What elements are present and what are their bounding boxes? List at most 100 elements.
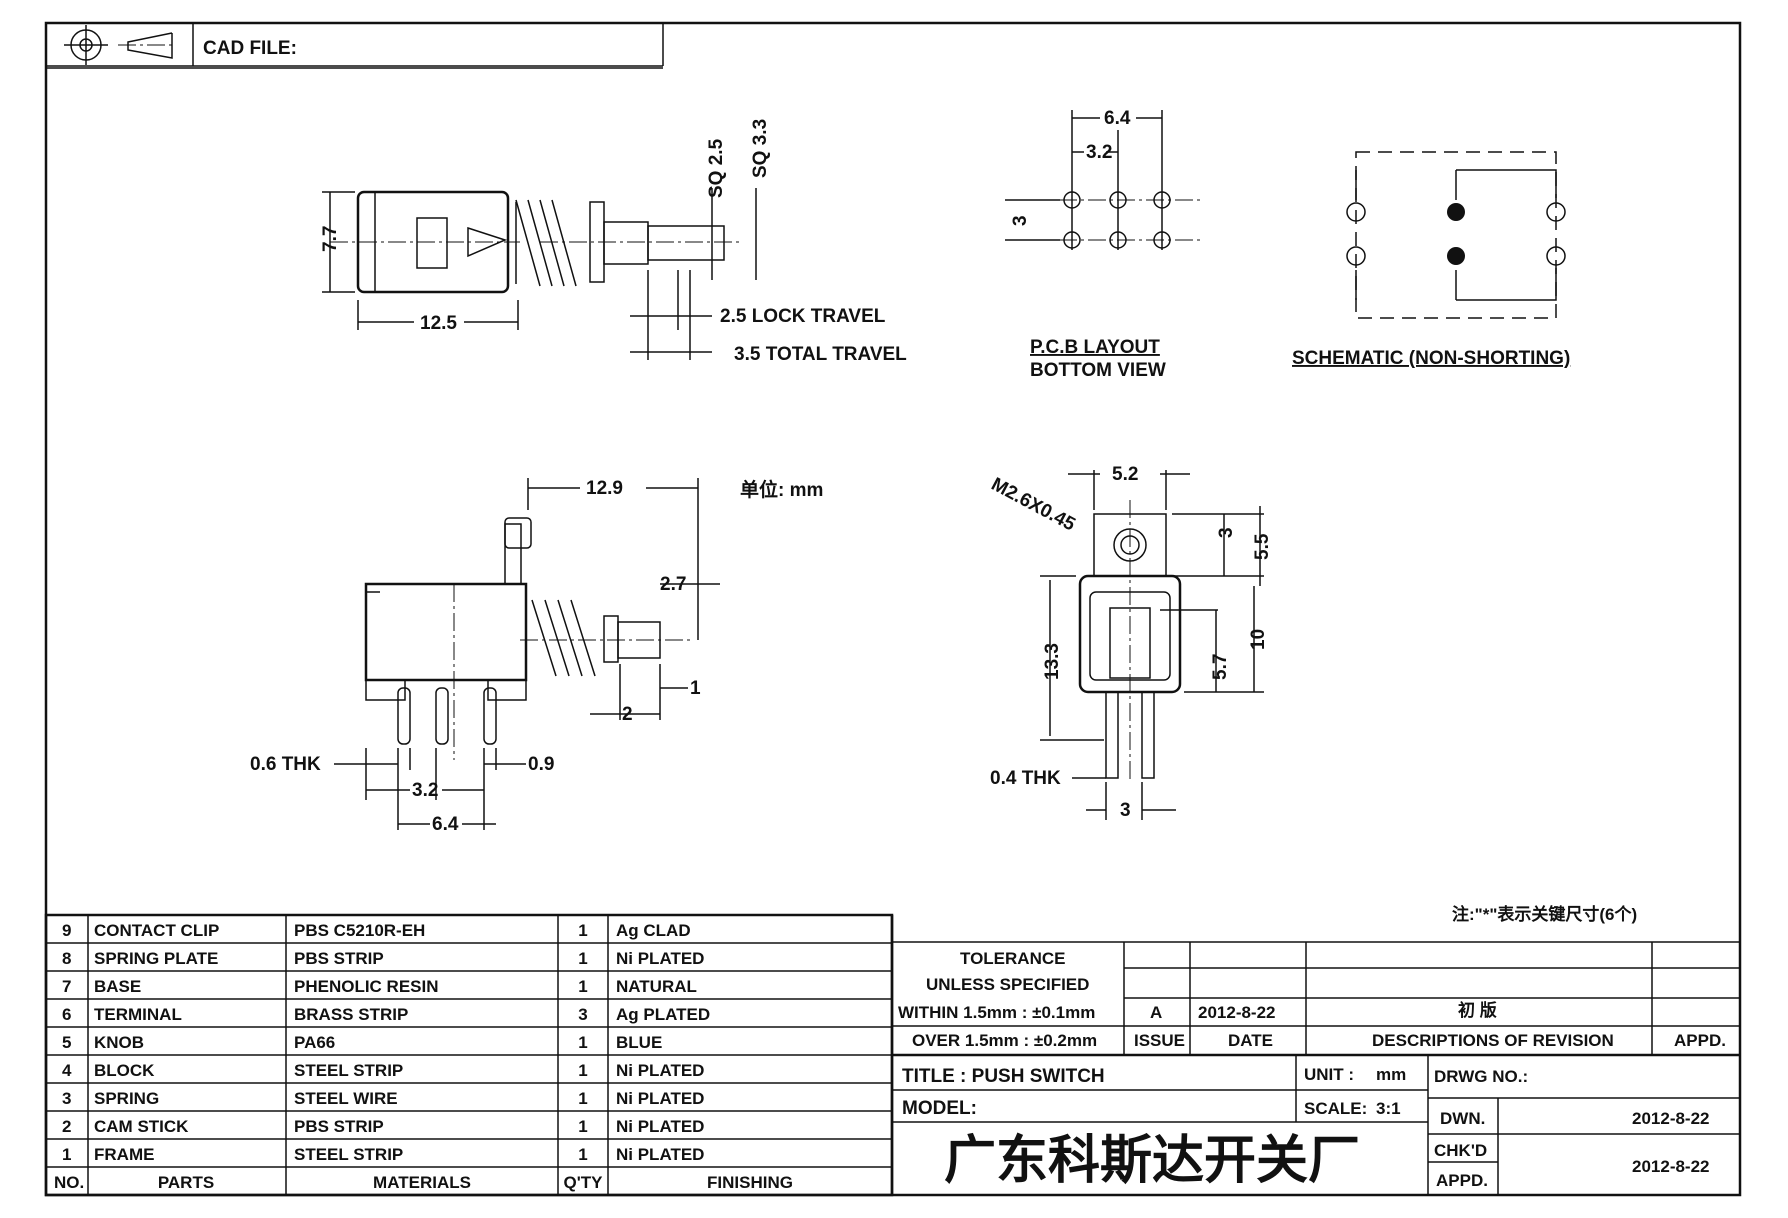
end-dim-5-7: 5.7 <box>1210 654 1231 680</box>
bom-cell-material: STEEL STRIP <box>294 1061 403 1080</box>
pcb-hole <box>1153 191 1171 209</box>
key-dimension-note: 注:"*"表示关键尺寸(6个) <box>1452 904 1637 924</box>
bom-cell-qty: 1 <box>578 977 587 996</box>
bom-cell-material: STEEL WIRE <box>294 1089 398 1108</box>
bom-cell-no: 1 <box>62 1145 71 1164</box>
bom-cell-finishing: Ni PLATED <box>616 1145 704 1164</box>
pcb-hole <box>1109 191 1127 209</box>
bom-cell-qty: 1 <box>578 921 587 940</box>
bom-header-materials: MATERIALS <box>373 1173 471 1192</box>
end-thickness: 0.4 THK <box>990 768 1061 789</box>
terminal-common <box>1447 247 1465 265</box>
bom-cell-no: 2 <box>62 1117 71 1136</box>
bom-cell-no: 7 <box>62 977 71 996</box>
tolerance-line-3: WITHIN 1.5mm : ±0.1mm <box>898 1003 1095 1022</box>
checked-label: CHK'D <box>1434 1141 1487 1160</box>
pin-thickness: 0.6 THK <box>250 754 321 775</box>
bom-header-no: NO. <box>54 1173 84 1192</box>
label-descriptions: DESCRIPTIONS OF REVISION <box>1372 1031 1614 1050</box>
bom-cell-part: BLOCK <box>94 1061 155 1080</box>
dim-sq-2-5: SQ 2.5 <box>706 138 727 198</box>
dim-two: 2 <box>622 704 633 725</box>
bom-cell-part: CAM STICK <box>94 1117 189 1136</box>
pcb-hole <box>1063 191 1081 209</box>
bom-cell-part: SPRING <box>94 1089 159 1108</box>
bom-cell-material: PBS C5210R-EH <box>294 921 425 940</box>
bom-cell-no: 4 <box>62 1061 72 1080</box>
end-dim-3b: 3 <box>1120 800 1131 821</box>
bom-cell-finishing: Ni PLATED <box>616 949 704 968</box>
pcb-dim-outer: 6.4 <box>1104 108 1131 129</box>
drawing-number-label: DRWG NO.: <box>1434 1067 1528 1086</box>
company-name: 广东科斯达开关厂 <box>944 1131 1360 1191</box>
bom-cell-finishing: Ag CLAD <box>616 921 691 940</box>
bom-header-parts: PARTS <box>158 1173 214 1192</box>
total-travel: 3.5 TOTAL TRAVEL <box>734 344 907 365</box>
dim-height: 7.7 <box>320 226 341 252</box>
third-angle-projection-icon <box>64 25 176 65</box>
pcb-hole <box>1109 231 1127 249</box>
pcb-hole <box>1063 231 1081 249</box>
pcb-hole <box>1153 231 1171 249</box>
drawn-date: 2012-8-22 <box>1632 1109 1710 1128</box>
terminal-open <box>1546 202 1566 222</box>
tolerance-line-1: TOLERANCE <box>960 949 1065 968</box>
schematic: SCHEMATIC (NON-SHORTING) <box>1292 151 1570 369</box>
bom-cell-finishing: Ni PLATED <box>616 1117 704 1136</box>
bom-cell-finishing: Ag PLATED <box>616 1005 710 1024</box>
front-view: 12.9 2.7 1 2 0.6 THK 0.9 3.2 6.4 单位: mm <box>250 478 823 835</box>
dim-stroke: 2.7 <box>660 574 686 595</box>
revision-issue: A <box>1150 1003 1162 1022</box>
end-dim-13-3: 13.3 <box>1042 643 1063 680</box>
bom-cell-qty: 1 <box>578 1117 587 1136</box>
bom-cell-qty: 1 <box>578 949 587 968</box>
pcb-dim-inner: 3.2 <box>1086 142 1112 163</box>
header-strip: CAD FILE: <box>46 23 664 69</box>
bom-cell-material: PA66 <box>294 1033 335 1052</box>
bom-cell-part: FRAME <box>94 1145 154 1164</box>
label-appd: APPD. <box>1674 1031 1726 1050</box>
lock-travel: 2.5 LOCK TRAVEL <box>720 306 886 327</box>
end-dim-5-2: 5.2 <box>1112 464 1138 485</box>
label-date: DATE <box>1228 1031 1273 1050</box>
bom-cell-qty: 1 <box>578 1145 587 1164</box>
tolerance-line-4: OVER 1.5mm : ±0.2mm <box>912 1031 1097 1050</box>
bom-cell-no: 9 <box>62 921 71 940</box>
dim-width: 12.9 <box>586 478 623 499</box>
approved-label: APPD. <box>1436 1171 1488 1190</box>
terminal-open <box>1546 246 1566 266</box>
bom-cell-material: PHENOLIC RESIN <box>294 977 439 996</box>
bom-cell-part: BASE <box>94 977 141 996</box>
bom-cell-no: 3 <box>62 1089 71 1108</box>
dim-length: 12.5 <box>420 313 457 334</box>
dim-zero-nine: 0.9 <box>528 754 554 775</box>
thread-spec: M2.6X0.45 <box>988 474 1079 536</box>
terminal-common <box>1447 203 1465 221</box>
bom-cell-qty: 1 <box>578 1061 587 1080</box>
terminal-open <box>1346 246 1366 266</box>
bom-cell-no: 5 <box>62 1033 71 1052</box>
bom-cell-no: 6 <box>62 1005 71 1024</box>
bom-cell-material: PBS STRIP <box>294 949 384 968</box>
revision-block: TOLERANCE UNLESS SPECIFIED WITHIN 1.5mm … <box>892 941 1740 1057</box>
end-view: 5.2 M2.6X0.45 3 5.5 13.3 10 5.7 0.4 THK … <box>988 464 1273 821</box>
bom-cell-finishing: Ni PLATED <box>616 1089 704 1108</box>
bom-cell-material: STEEL STRIP <box>294 1145 403 1164</box>
cad-file-label: CAD FILE: <box>203 38 297 59</box>
unit-note: 单位: mm <box>740 478 823 501</box>
bom-cell-qty: 1 <box>578 1089 587 1108</box>
bom-cell-part: TERMINAL <box>94 1005 182 1024</box>
bom-header-finishing: FINISHING <box>707 1173 793 1192</box>
dim-one: 1 <box>690 678 701 699</box>
dim-three-two: 3.2 <box>412 780 438 801</box>
dim-sq-3-3: SQ 3.3 <box>750 119 771 178</box>
revision-date: 2012-8-22 <box>1198 1003 1276 1022</box>
model-label: MODEL: <box>902 1098 977 1119</box>
pcb-caption-1: P.C.B LAYOUT <box>1030 337 1160 358</box>
scale-label: SCALE: <box>1304 1099 1367 1118</box>
schematic-caption: SCHEMATIC (NON-SHORTING) <box>1292 348 1570 369</box>
bom-cell-finishing: BLUE <box>616 1033 662 1052</box>
scale-value: 3:1 <box>1376 1099 1401 1118</box>
